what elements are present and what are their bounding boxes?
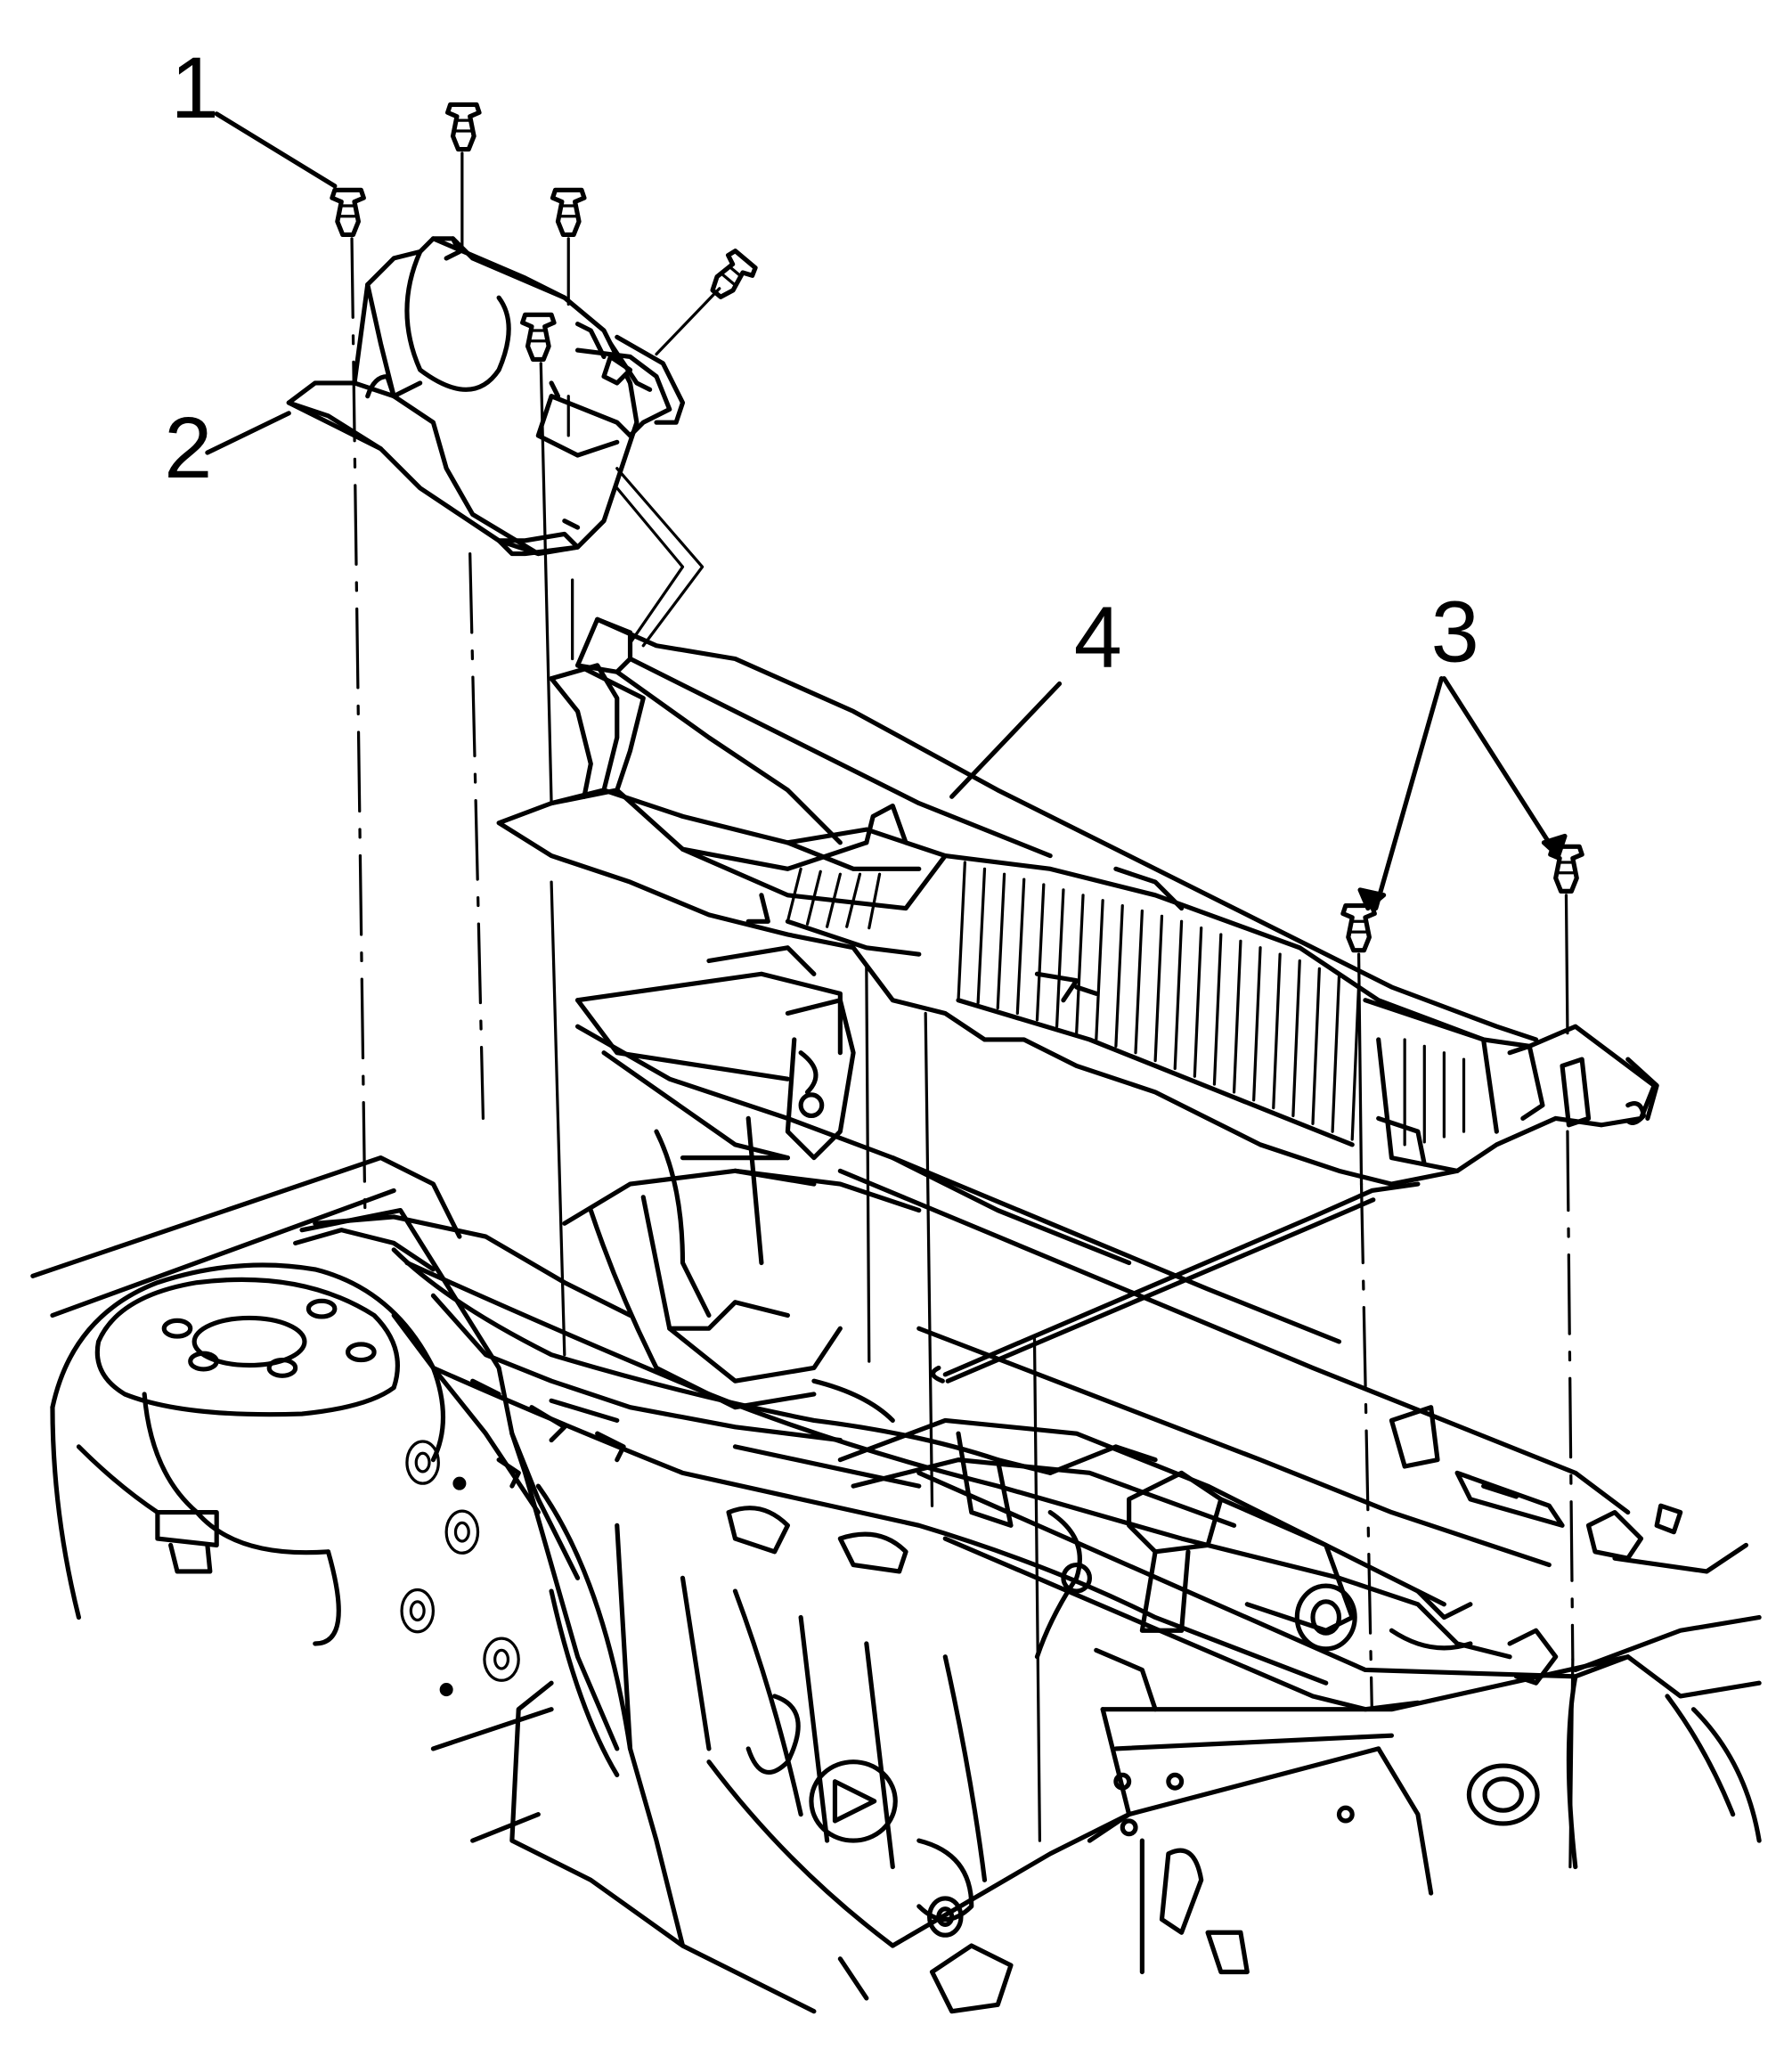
- side-grommets: [400, 1440, 520, 1697]
- left-strut-tower: [30, 1155, 462, 1646]
- upper-bracket: [286, 236, 686, 557]
- push-pin-fastener: [330, 187, 366, 237]
- push-pin-fastener: [710, 249, 758, 299]
- callout-labels: 1 2 3 4: [164, 39, 1479, 685]
- callout-2-label: 2: [164, 399, 212, 496]
- part-connector-lines: [615, 467, 705, 648]
- cowl-upper-rail: [837, 1155, 1748, 1574]
- wiring-harness: [931, 1181, 1421, 1384]
- callout-leaders: [205, 111, 1568, 911]
- fasteners: [330, 102, 1584, 953]
- vehicle-body: [30, 945, 1762, 2014]
- installation-guide-lines: [350, 151, 1575, 1869]
- callout-1-label: 1: [171, 39, 219, 136]
- cowl-vent-grille: [496, 616, 1659, 1187]
- wiper-motor: [837, 1417, 1559, 1712]
- push-pin-fastener: [520, 312, 557, 363]
- push-pin-fastener: [550, 187, 587, 237]
- center-bracket: [574, 945, 1132, 1318]
- cowl-crossmember: [293, 1168, 1000, 1574]
- grille-slats: [786, 861, 1466, 1147]
- callout-3-label: 3: [1431, 583, 1479, 680]
- right-plenum: [890, 1470, 1762, 2014]
- push-pin-fastener: [1340, 903, 1377, 953]
- push-pin-fastener: [445, 102, 482, 152]
- callout-4-label: 4: [1074, 588, 1122, 685]
